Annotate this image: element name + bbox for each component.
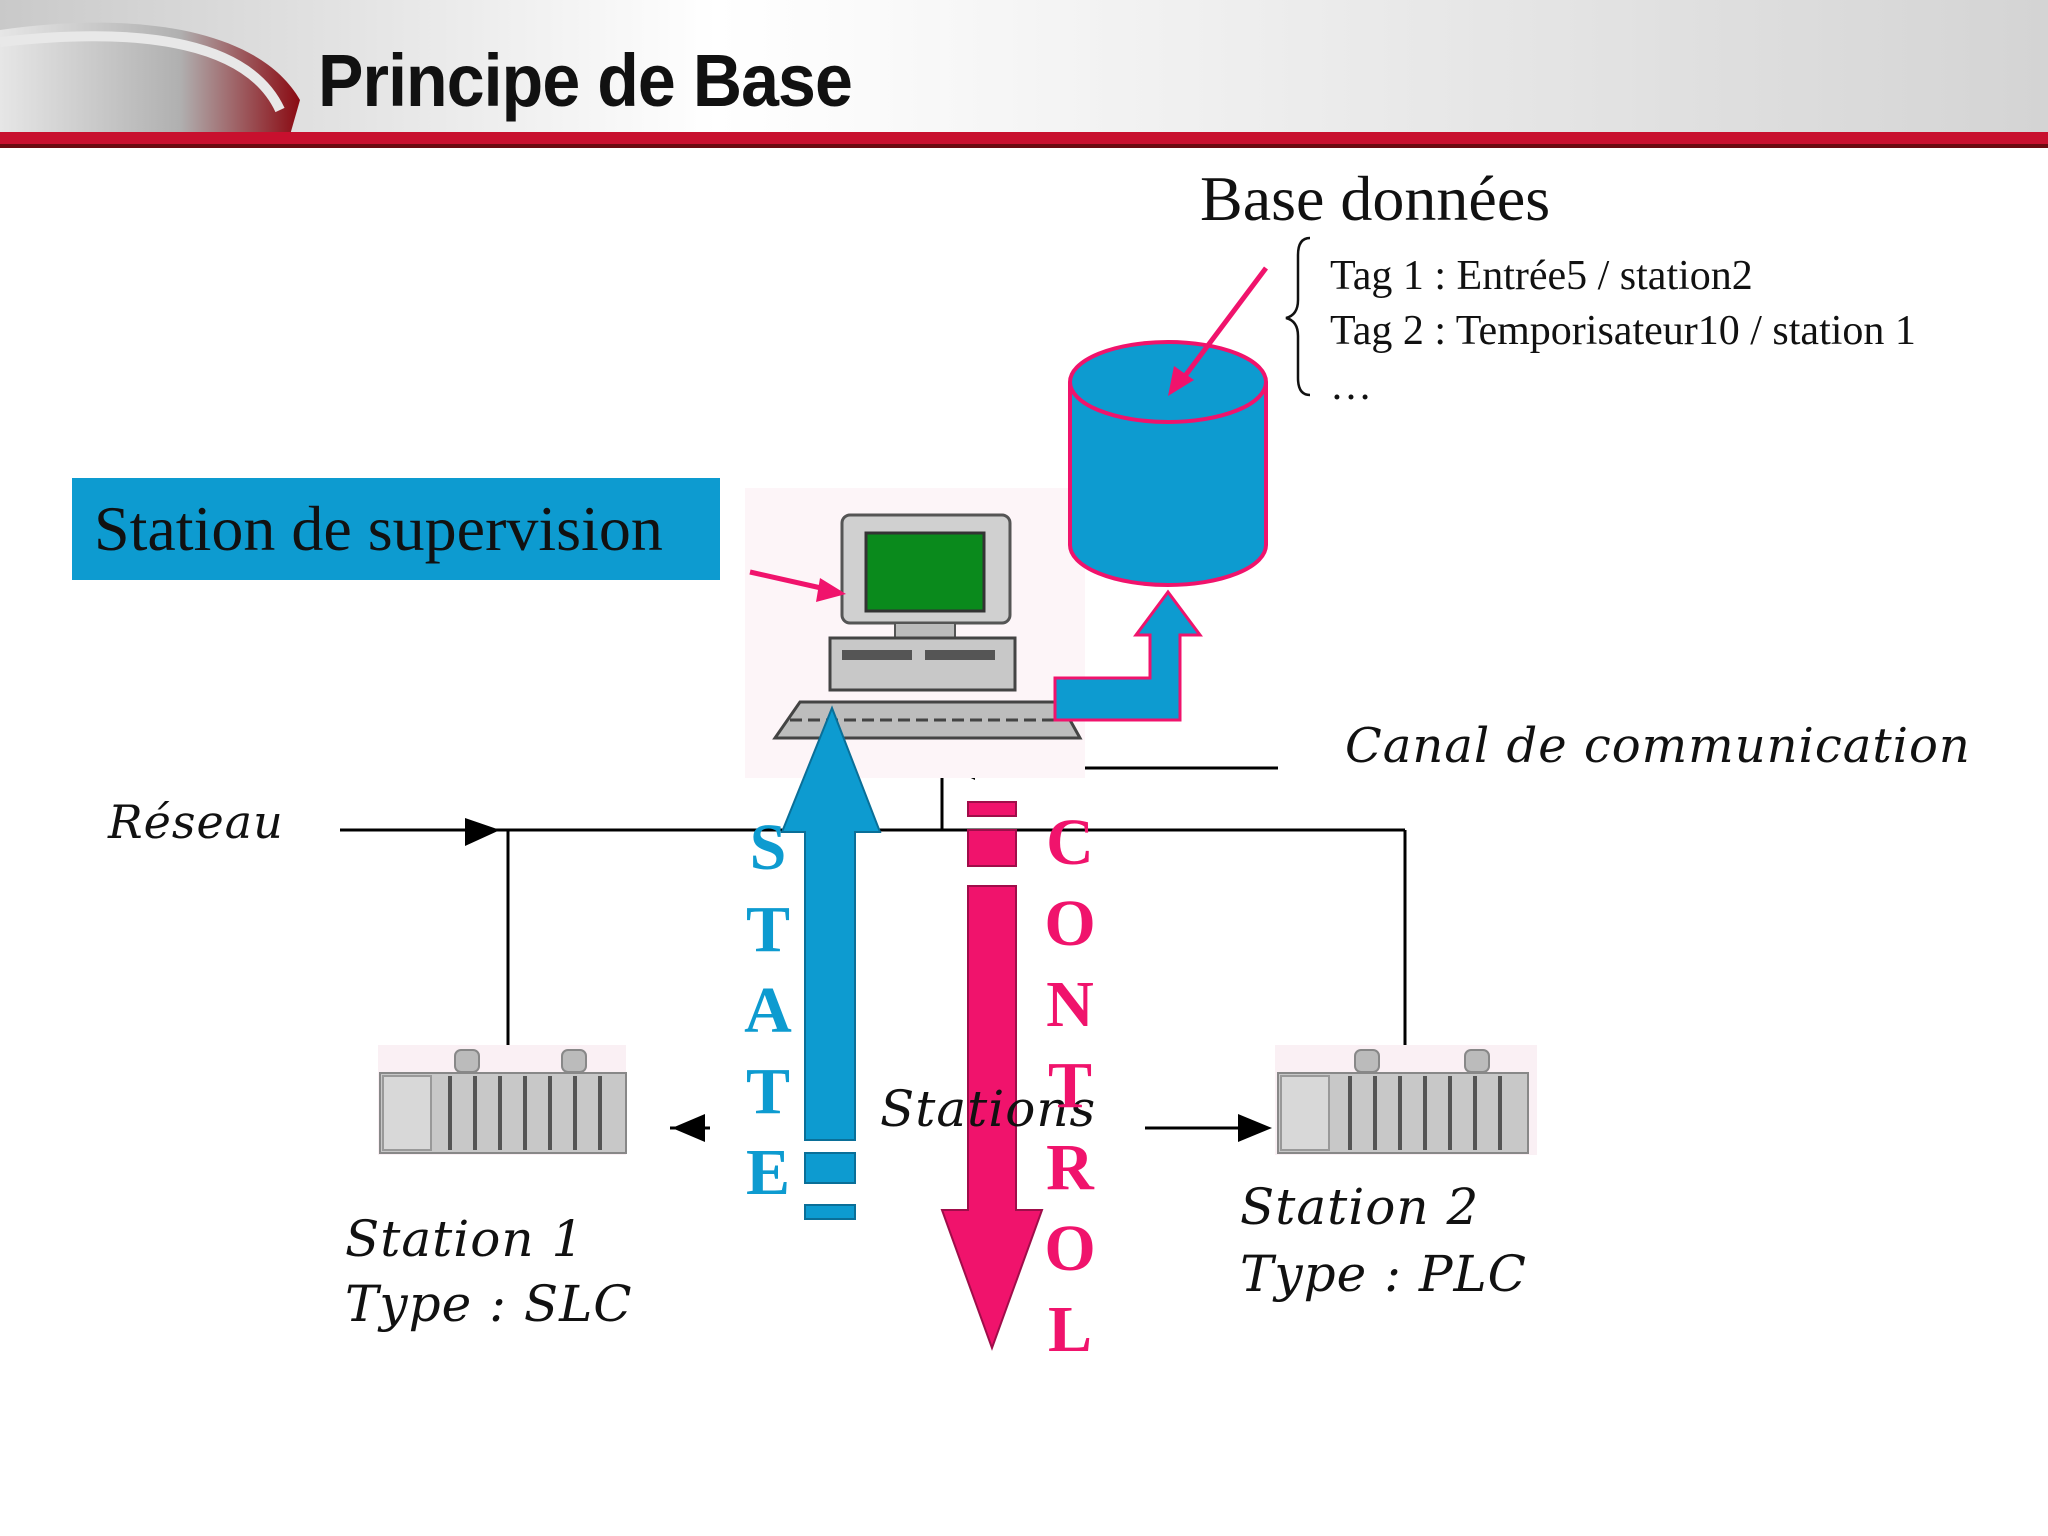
station2-arrow-head <box>1238 1114 1272 1142</box>
database-pointer-head <box>1168 366 1194 396</box>
computer-to-database-arrow <box>1053 589 1203 722</box>
state-letter: S <box>749 811 787 884</box>
tag-line-3: … <box>1330 363 1372 409</box>
stations-label: Stations <box>880 1080 1097 1138</box>
supervision-pointer-arrow <box>749 569 831 593</box>
control-letter: L <box>1047 1293 1093 1366</box>
slide-header: Principe de Base <box>0 0 2048 150</box>
tag-line-2: Tag 2 : Temporisateur10 / station 1 <box>1330 308 1916 354</box>
state-letter: A <box>744 974 792 1047</box>
computer-icon <box>745 488 1085 778</box>
tag-line-1: Tag 1 : Entrée5 / station2 <box>1330 253 1753 299</box>
state-letter: E <box>745 1136 791 1209</box>
channel-label: Canal de communication <box>1345 718 1971 774</box>
state-letter: T <box>745 1055 791 1128</box>
station1-name: Station 1 <box>345 1210 585 1268</box>
state-dash <box>804 1152 856 1184</box>
supervision-pointer-head <box>816 578 846 602</box>
control-letter: N <box>1046 968 1094 1041</box>
control-letter: C <box>1046 806 1094 879</box>
station2-plc-icon <box>1275 1045 1537 1155</box>
station1-type: Type : SLC <box>345 1275 633 1333</box>
control-letter: O <box>1044 887 1096 960</box>
header-decoration <box>0 0 2048 148</box>
state-letter: T <box>745 893 791 966</box>
database-icon <box>1068 340 1268 587</box>
station1-plc-icon <box>378 1045 627 1155</box>
control-arrow <box>940 885 1044 1351</box>
control-letter: T <box>1047 1049 1093 1122</box>
supervision-station-label: Station de supervision <box>72 478 720 580</box>
control-letter: R <box>1046 1131 1094 1204</box>
station2-name: Station 2 <box>1240 1178 1480 1236</box>
control-dash <box>967 829 1017 867</box>
network-label: Réseau <box>108 795 284 849</box>
state-dash <box>804 1204 856 1220</box>
database-title: Base données <box>1200 163 1551 234</box>
control-letter: O <box>1044 1212 1096 1285</box>
state-arrow <box>780 705 882 1141</box>
database-pointer-arrow <box>1180 266 1268 382</box>
page-title: Principe de Base <box>318 39 853 122</box>
station1-arrow-head <box>672 1114 705 1142</box>
tag-brace <box>1285 236 1311 397</box>
network-arrow-head <box>465 818 500 846</box>
station2-type: Type : PLC <box>1240 1245 1527 1303</box>
control-dash <box>967 801 1017 817</box>
